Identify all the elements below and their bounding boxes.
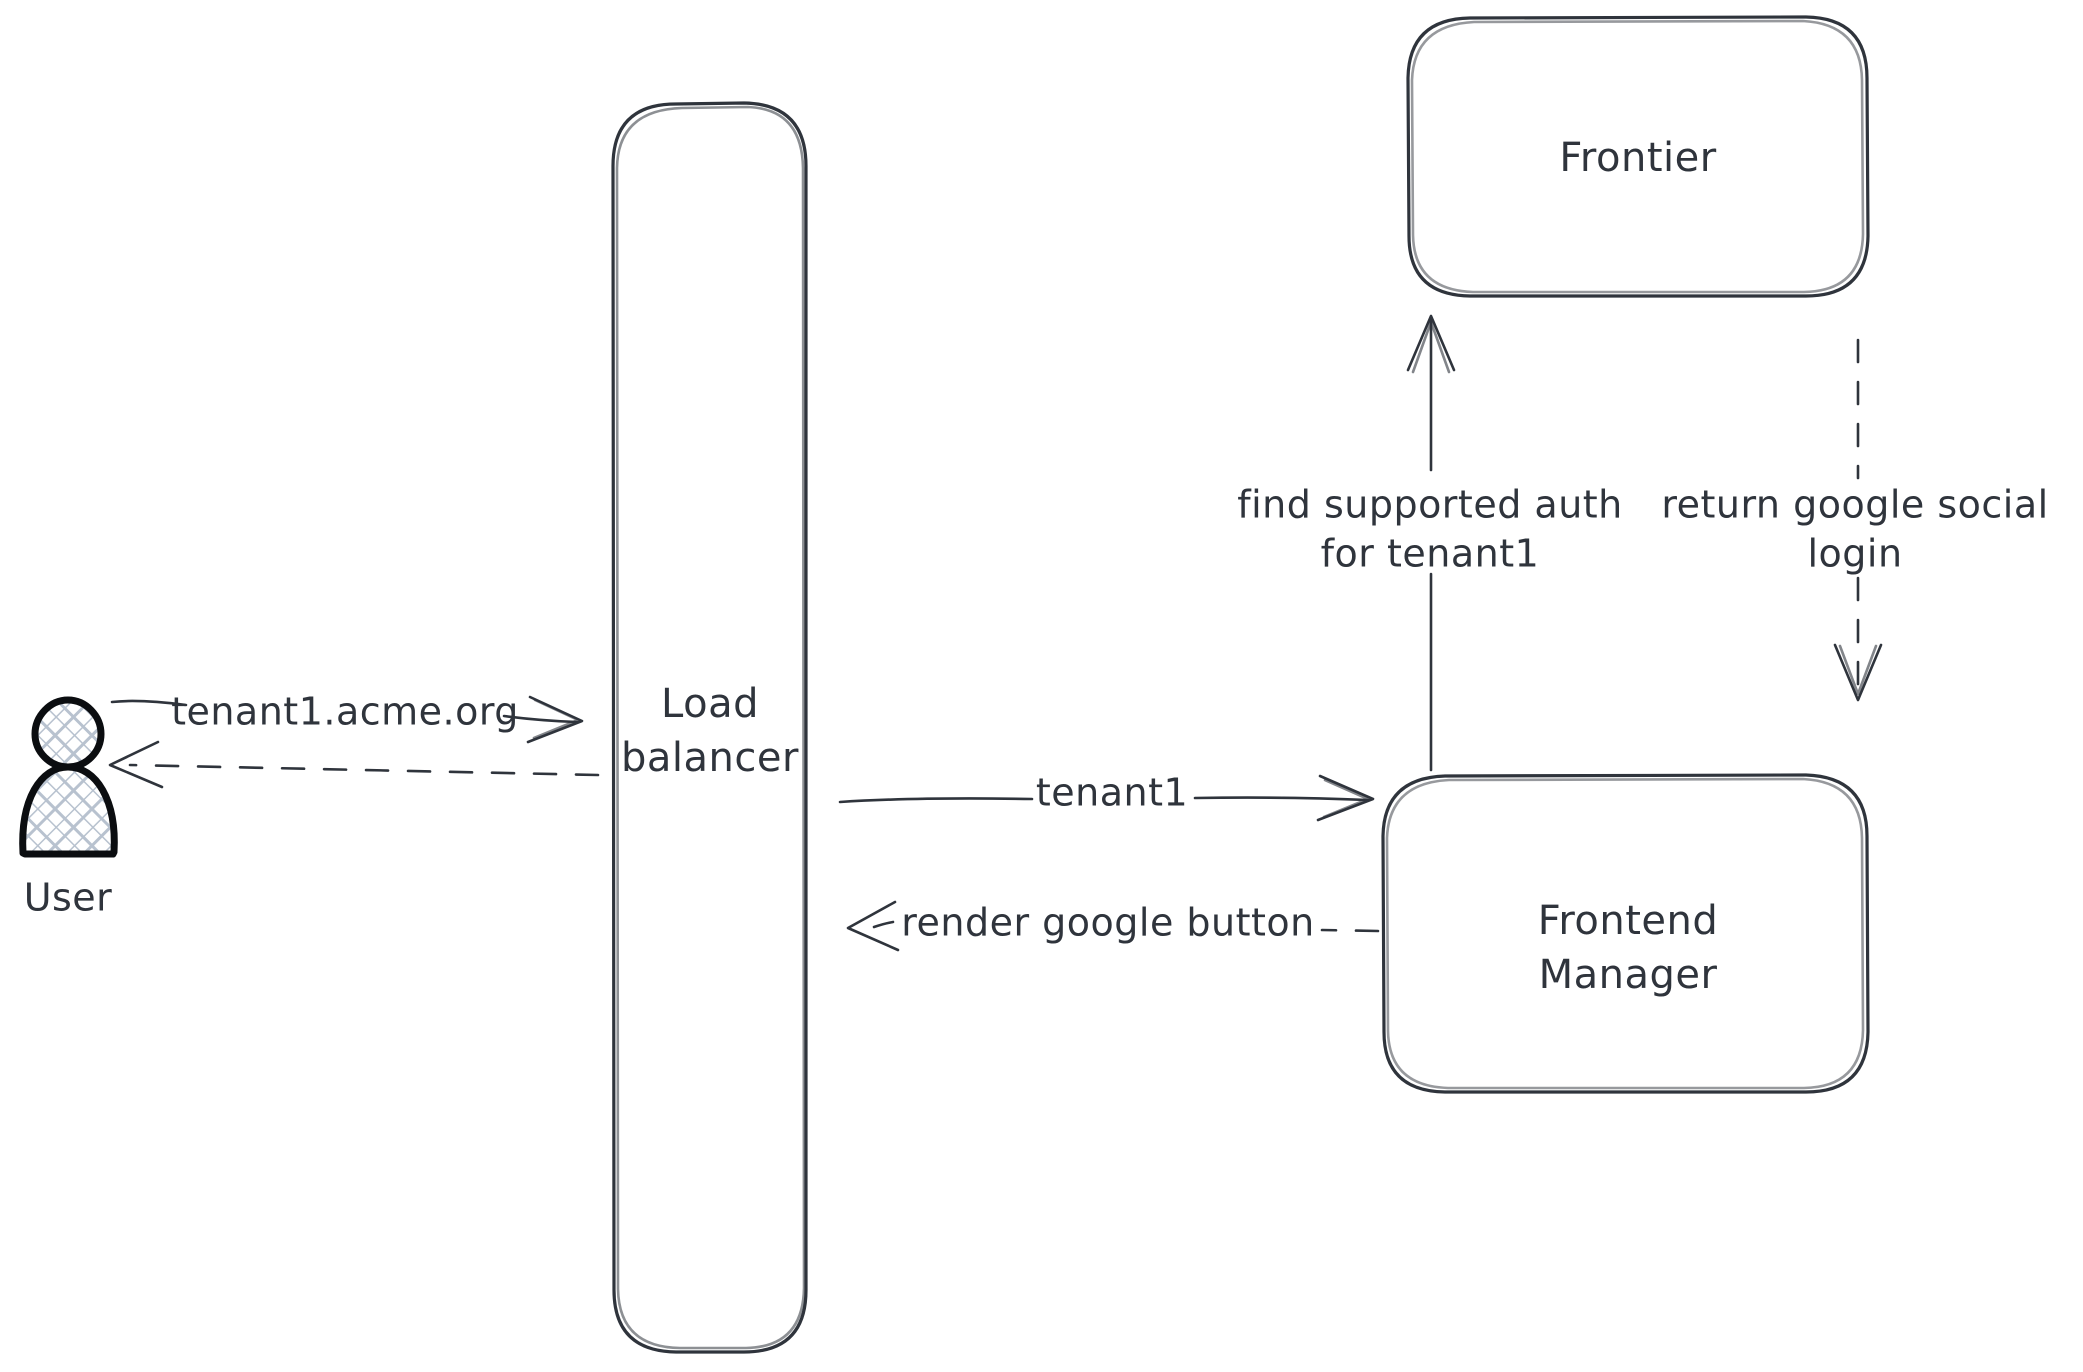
edge-frontend-manager-to-load-balancer[interactable]: render google button bbox=[846, 901, 1380, 952]
user-icon bbox=[19, 696, 118, 858]
edge-load-balancer-to-user[interactable] bbox=[108, 740, 600, 789]
node-user[interactable]: User bbox=[19, 696, 118, 920]
frontier-label: Frontier bbox=[1559, 135, 1716, 181]
edge-frontend-manager-to-frontier[interactable]: find supported auth for tenant1 bbox=[1237, 314, 1623, 772]
frontend-manager-label-line1: Frontend bbox=[1538, 898, 1719, 944]
edge-label-return-google-social-line1: return google social bbox=[1661, 483, 2048, 527]
edge-load-balancer-to-frontend-manager[interactable]: tenant1 bbox=[838, 771, 1375, 822]
frontend-manager-label-line2: Manager bbox=[1539, 952, 1718, 998]
node-frontier[interactable]: Frontier bbox=[1406, 15, 1870, 298]
edge-label-return-google-social-line2: login bbox=[1807, 532, 1902, 576]
edge-label-tenant1: tenant1 bbox=[1036, 771, 1188, 815]
load-balancer-label-line2: balancer bbox=[621, 735, 799, 781]
user-label: User bbox=[24, 876, 113, 920]
edge-label-tenant1-acme-org: tenant1.acme.org bbox=[171, 690, 519, 734]
node-load-balancer[interactable]: Load balancer bbox=[611, 101, 808, 1354]
load-balancer-label-line1: Load bbox=[661, 681, 759, 727]
edge-label-find-supported-auth-line2: for tenant1 bbox=[1321, 532, 1540, 576]
edge-user-to-load-balancer[interactable]: tenant1.acme.org bbox=[110, 690, 584, 744]
edge-frontier-to-frontend-manager[interactable]: return google social login bbox=[1661, 338, 2048, 702]
edge-label-render-google-button: render google button bbox=[901, 901, 1315, 945]
node-frontend-manager[interactable]: Frontend Manager bbox=[1381, 773, 1870, 1094]
edge-label-find-supported-auth-line1: find supported auth bbox=[1237, 483, 1623, 527]
